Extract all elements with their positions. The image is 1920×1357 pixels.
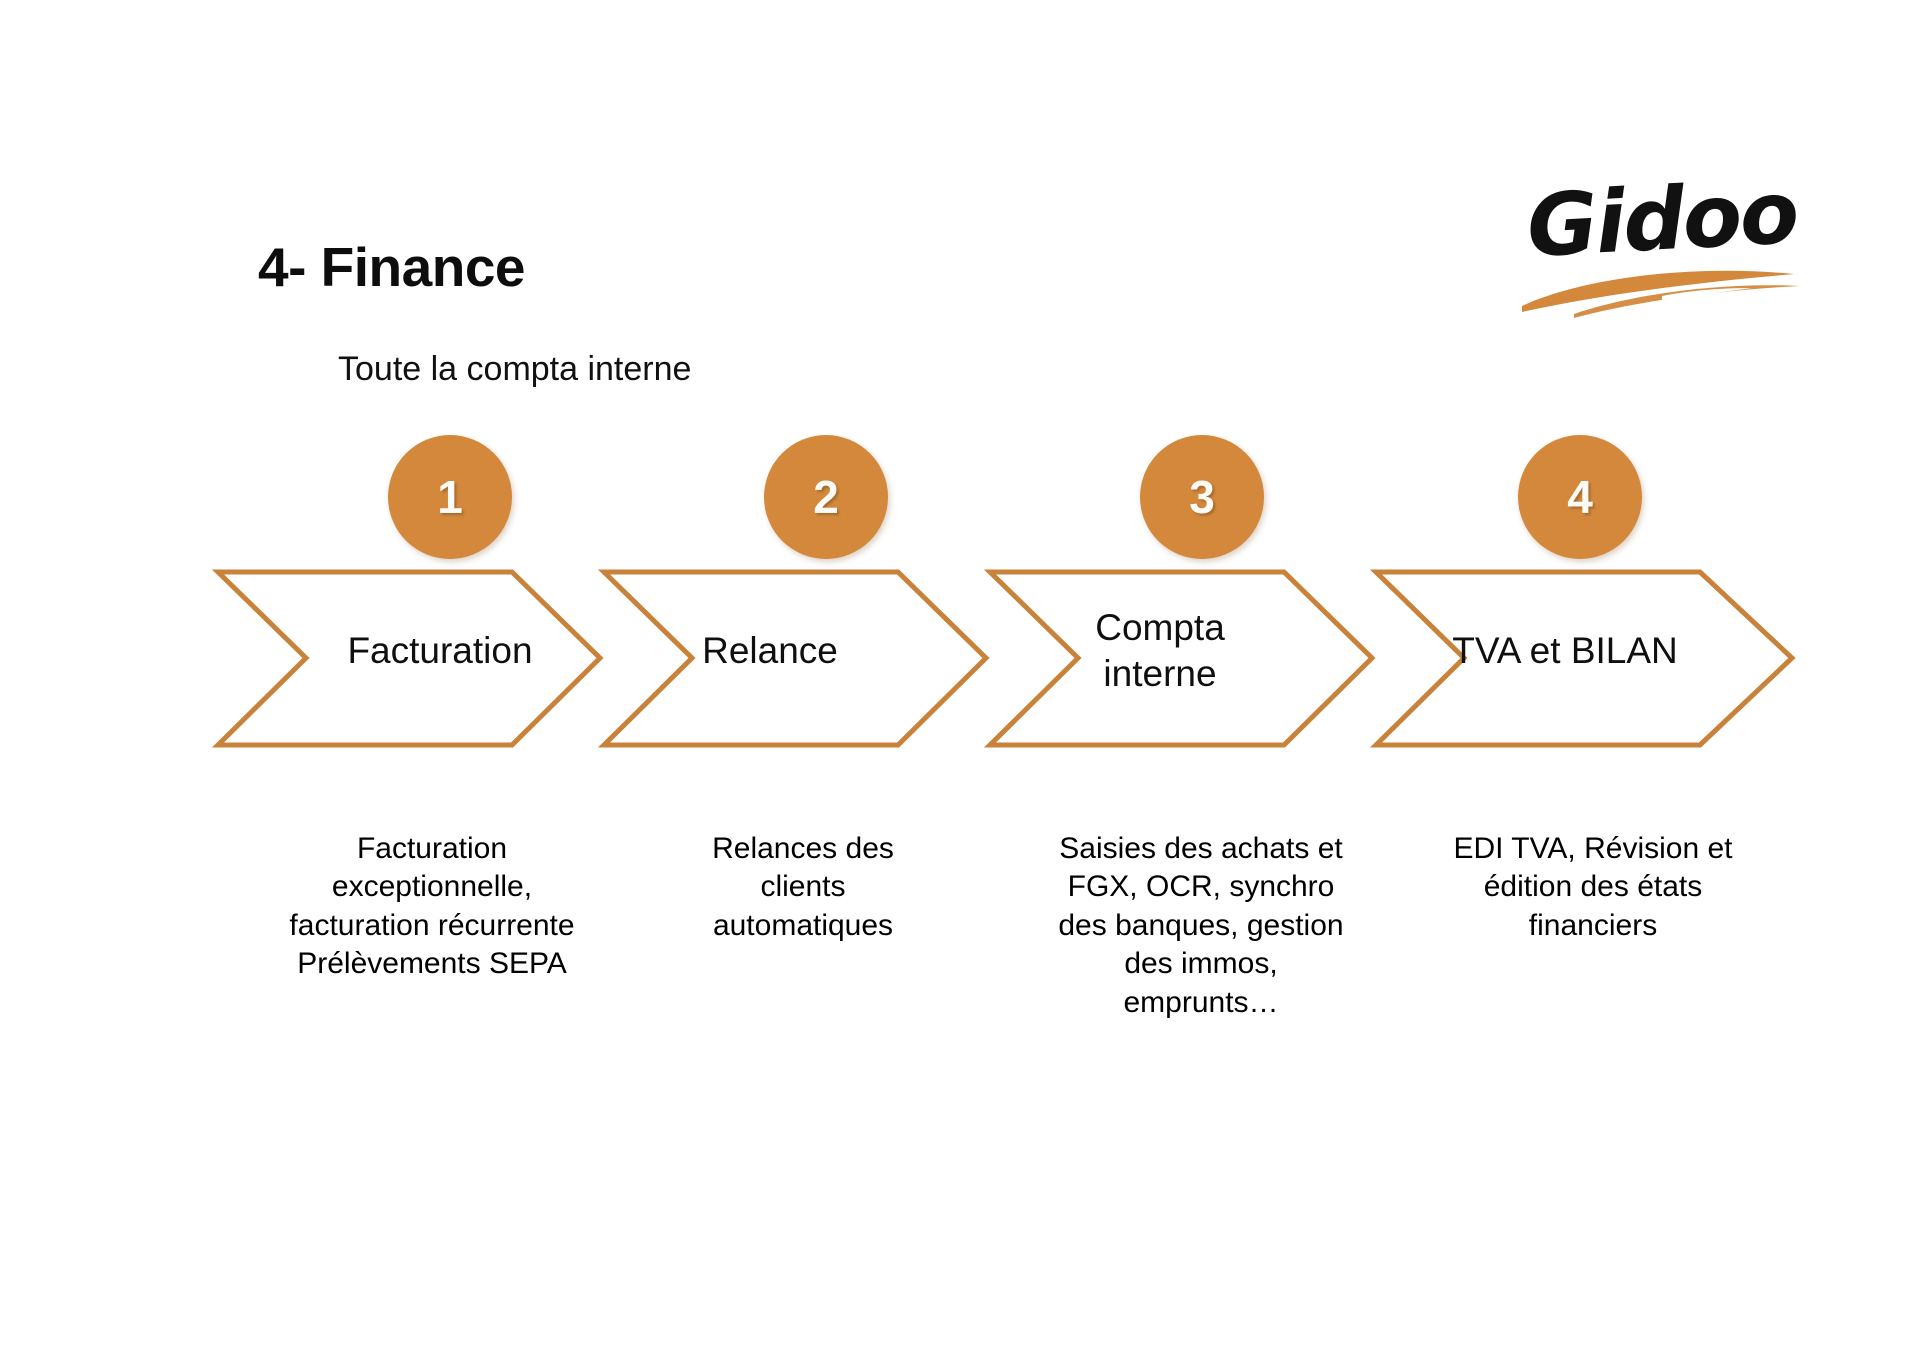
step-description-4: EDI TVA, Révision et édition des états f… <box>1453 832 1733 942</box>
step-number-3: 3 <box>1140 435 1264 559</box>
chevron-2 <box>597 569 990 748</box>
step-number-1-value: 1 <box>437 471 463 523</box>
step-description-1: Facturation exceptionnelle, facturation … <box>289 832 575 981</box>
gidoo-logo: Gidoo <box>1512 163 1812 318</box>
chevron-label-4: TVA et BILAN <box>1452 630 1678 671</box>
logo-wordmark: Gidoo <box>1524 163 1800 277</box>
step-number-3-value: 3 <box>1189 471 1215 523</box>
chevron-shapes <box>211 569 1796 748</box>
chevron-3 <box>983 569 1376 748</box>
chevron-1 <box>211 569 604 748</box>
chevron-label-2: Relance <box>702 630 838 671</box>
step-number-4: 4 <box>1518 435 1642 559</box>
slide-subtitle: Toute la compta interne <box>338 350 692 388</box>
step-number-1: 1 <box>388 435 512 559</box>
step-number-2-value: 2 <box>813 471 839 523</box>
chevron-label-1: Facturation <box>347 630 533 671</box>
page-title: 4- Finance <box>258 236 526 298</box>
logo-swoosh-icon <box>1522 270 1800 318</box>
step-description-2: Relances des clients automatiques <box>712 832 894 942</box>
step-description-3: Saisies des achats et FGX, OCR, synchro … <box>1058 832 1344 1019</box>
process-chevron-band: Facturation Relance Compta interne TVA e… <box>200 550 1820 770</box>
step-number-2: 2 <box>764 435 888 559</box>
step-number-4-value: 4 <box>1567 471 1593 523</box>
chevron-label-3: Compta interne <box>1095 607 1225 695</box>
chevron-4 <box>1369 569 1796 748</box>
